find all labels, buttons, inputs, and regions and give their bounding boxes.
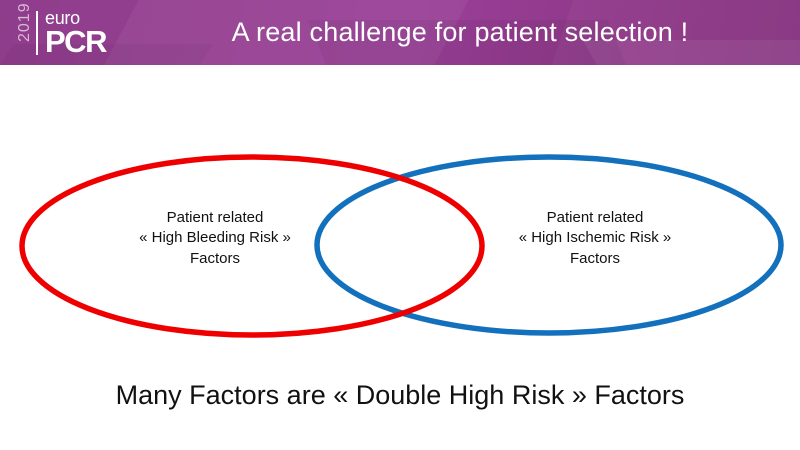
- venn-diagram: Patient related « High Bleeding Risk » F…: [0, 65, 800, 450]
- logo-year: 2019: [16, 2, 33, 42]
- slide-caption: Many Factors are « Double High Risk » Fa…: [115, 380, 685, 410]
- logo-wordmark: euro PCR: [45, 8, 107, 60]
- venn-ellipses-svg: [19, 154, 784, 338]
- logo-pcr-text: PCR: [45, 24, 107, 60]
- right-risk-line-2: « High Ischemic Risk »: [518, 229, 672, 247]
- right-risk-label: Patient related « High Ischemic Risk » F…: [480, 208, 710, 269]
- left-risk-label: Patient related « High Bleeding Risk » F…: [100, 208, 330, 269]
- left-risk-line-1: Patient related: [166, 209, 264, 226]
- header-banner: 2019 euro PCR A real challenge for patie…: [0, 0, 800, 65]
- logo-divider: [36, 11, 38, 55]
- europcr-logo: 2019 euro PCR: [16, 2, 107, 60]
- left-risk-line-2: « High Bleeding Risk »: [139, 229, 291, 247]
- logo-euro-text: euro: [45, 8, 80, 29]
- left-risk-line-3: Factors: [189, 249, 240, 267]
- right-risk-line-3: Factors: [569, 249, 620, 267]
- right-risk-ellipse: [314, 154, 784, 336]
- right-risk-line-1: Patient related: [546, 209, 644, 226]
- left-risk-ellipse: [19, 154, 485, 338]
- page-title: A real challenge for patient selection !: [231, 17, 689, 47]
